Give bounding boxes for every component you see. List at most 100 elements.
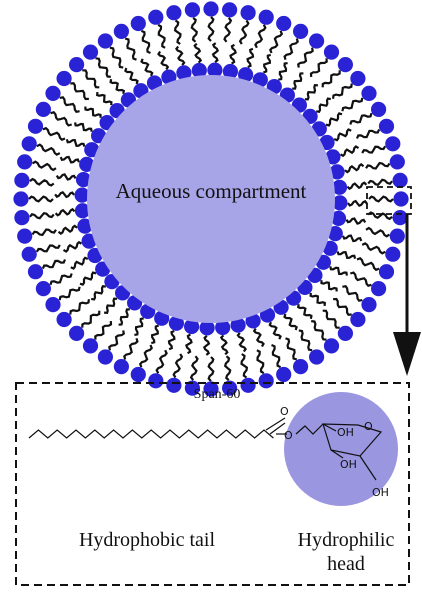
- inner-lipid-head: [327, 226, 343, 242]
- outer-lipid-head: [240, 377, 256, 393]
- outer-lipid-tail: [123, 338, 139, 360]
- inner-lipid-tail: [346, 181, 368, 191]
- outer-lipid-tail: [368, 195, 394, 203]
- outer-lipid-head: [276, 366, 292, 383]
- outer-lipid-tail: [356, 257, 380, 272]
- inner-lipid-head: [77, 218, 93, 234]
- outer-lipid-tail: [81, 310, 101, 328]
- inner-lipid-head: [222, 63, 238, 80]
- outer-lipid-tail: [240, 353, 249, 379]
- inner-lipid-tail: [167, 329, 176, 351]
- outer-lipid-head: [389, 154, 405, 170]
- inner-lipid-tail: [316, 97, 331, 114]
- outer-lipid-head: [69, 325, 85, 341]
- outer-lipid-tail: [95, 57, 111, 78]
- outer-lipid-head: [113, 359, 129, 375]
- outer-lipid-head: [203, 381, 219, 397]
- outer-lipid-head: [45, 85, 61, 101]
- outer-lipid-tail: [256, 349, 265, 375]
- hydrophobic-tail-label: Hydrophobic tail: [79, 529, 216, 551]
- inner-lipid-tail: [236, 332, 247, 353]
- zoom-arrow-head: [393, 332, 421, 376]
- outer-lipid-head: [361, 85, 377, 101]
- outer-lipid-tail: [42, 126, 66, 141]
- outer-lipid-tail: [341, 97, 364, 112]
- inner-lipid-tail: [62, 240, 83, 253]
- outer-lipid-head: [371, 101, 387, 117]
- inner-lipid-tail: [65, 138, 86, 147]
- outer-lipid-tail: [361, 145, 387, 154]
- inner-lipid-tail: [91, 284, 106, 301]
- outer-lipid-tail: [298, 329, 313, 352]
- outer-lipid-head: [385, 246, 401, 262]
- outer-lipid-tail: [361, 242, 386, 255]
- outer-lipid-tail: [367, 211, 393, 221]
- outer-lipid-tail: [189, 355, 199, 381]
- outer-lipid-tail: [311, 320, 327, 341]
- inner-lipid-tail: [55, 173, 77, 181]
- inner-lipid-tail: [211, 42, 220, 63]
- inner-lipid-tail: [57, 224, 78, 235]
- outer-lipid-tail: [82, 69, 100, 89]
- inner-lipid-tail: [124, 67, 139, 85]
- outer-lipid-tail: [35, 244, 61, 253]
- outer-lipid-head: [166, 5, 182, 21]
- inner-lipid-head: [215, 319, 231, 336]
- inner-lipid-head: [332, 195, 348, 211]
- outer-lipid-tail: [355, 128, 381, 139]
- inner-lipid-tail: [79, 271, 97, 286]
- outer-lipid-tail: [109, 46, 124, 69]
- outer-lipid-head: [293, 23, 309, 39]
- inner-lipid-tail: [329, 266, 348, 276]
- inner-lipid-head: [154, 310, 170, 326]
- outer-lipid-head: [392, 172, 408, 188]
- outer-lipid-head: [203, 1, 219, 17]
- inner-lipid-tail: [325, 112, 343, 127]
- outer-lipid-head: [378, 264, 395, 280]
- inner-lipid-tail: [185, 333, 193, 355]
- furan-ring: [322, 423, 383, 457]
- hydrophobic-tail-chain: [28, 429, 274, 439]
- outer-lipid-tail: [322, 309, 340, 329]
- inner-lipid-tail: [96, 92, 113, 106]
- hydroxyl-bond-2: [330, 449, 344, 459]
- outer-lipid-head: [82, 44, 99, 60]
- outer-lipid-tail: [36, 143, 61, 156]
- hydroxyl-label-2: OH: [340, 458, 357, 471]
- inner-lipid-head: [245, 313, 261, 329]
- outer-lipid-head: [293, 359, 309, 375]
- inner-lipid-tail: [84, 106, 102, 118]
- outer-lipid-tail: [49, 273, 73, 286]
- inner-lipid-tail: [104, 297, 118, 314]
- outer-lipid-head: [337, 57, 353, 73]
- outer-lipid-head: [69, 57, 85, 73]
- outer-lipid-head: [276, 15, 292, 32]
- inner-lipid-tail: [339, 145, 360, 158]
- outer-lipid-head: [82, 338, 99, 354]
- inner-lipid-head: [322, 240, 338, 256]
- outer-lipid-head: [350, 70, 366, 87]
- outer-lipid-head: [97, 349, 113, 365]
- inner-lipid-head: [176, 65, 192, 81]
- outer-lipid-tail: [367, 178, 393, 187]
- zoom-highlight-box: [366, 186, 412, 215]
- ring-oxygen-label: O: [364, 420, 373, 433]
- outer-lipid-head: [222, 380, 238, 396]
- outer-lipid-tail: [190, 17, 199, 43]
- outer-lipid-tail: [296, 47, 314, 68]
- inner-lipid-tail: [333, 128, 352, 142]
- outer-lipid-tail: [70, 82, 89, 101]
- inner-lipid-head: [238, 67, 254, 83]
- outer-lipid-head: [17, 228, 33, 244]
- outer-lipid-head: [258, 9, 274, 25]
- outer-lipid-tail: [332, 83, 353, 99]
- outer-lipid-tail: [28, 195, 54, 203]
- inner-lipid-head: [199, 320, 215, 336]
- inner-lipid-tail: [309, 292, 326, 306]
- inner-lipid-head: [184, 318, 200, 335]
- inner-lipid-tail: [347, 199, 368, 208]
- outer-lipid-tail: [155, 349, 168, 374]
- outer-bilayer-leaflet: [13, 1, 409, 397]
- inner-lipid-tail: [283, 313, 298, 331]
